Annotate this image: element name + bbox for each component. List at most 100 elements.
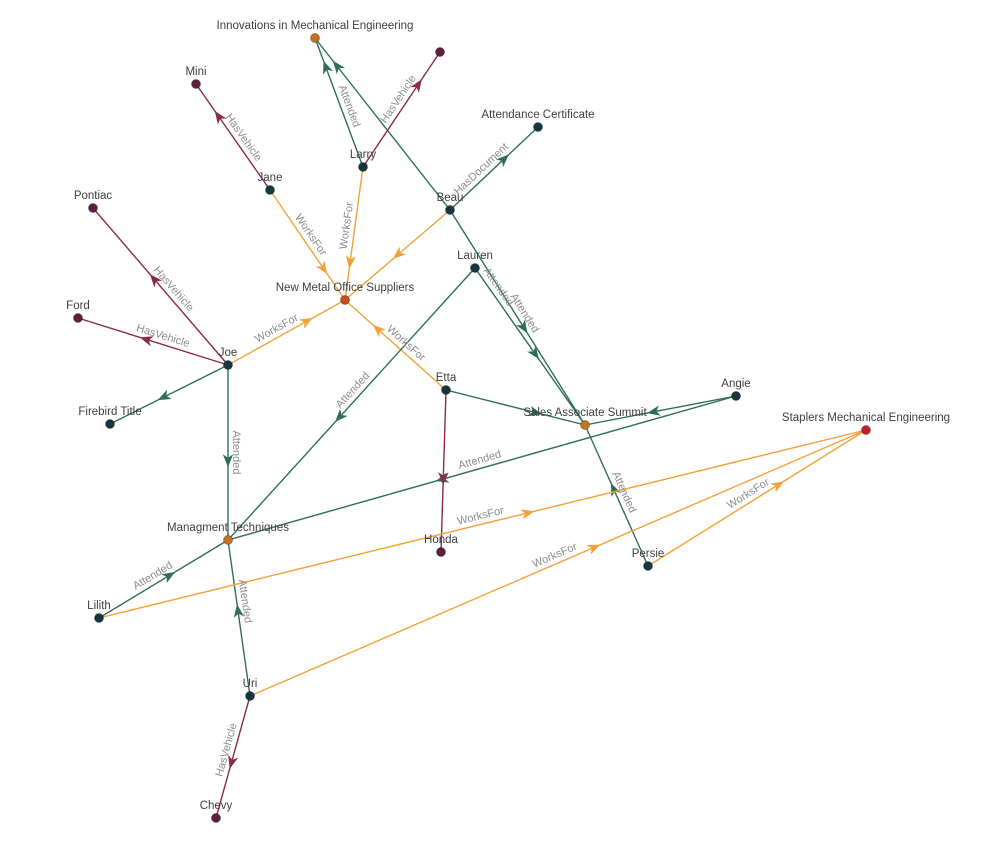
edge-label-beau-certificate: HasDocument bbox=[452, 141, 511, 198]
arrowhead-icon bbox=[372, 324, 387, 338]
edge-joe-ford[interactable] bbox=[77, 317, 229, 366]
node-label-jane: Jane bbox=[258, 172, 283, 184]
arrowhead-icon bbox=[228, 754, 239, 769]
node-label-firebird: Firebird Title bbox=[78, 406, 141, 418]
arrowhead-icon bbox=[516, 319, 528, 334]
arrowhead-icon bbox=[495, 154, 509, 168]
arrowhead-icon bbox=[323, 60, 333, 75]
edge-lauren-summit[interactable] bbox=[474, 267, 586, 426]
arrowhead-icon bbox=[438, 471, 449, 486]
edge-angie-managment[interactable] bbox=[227, 395, 737, 541]
edge-label-etta-newmetal: WorksFor bbox=[384, 323, 428, 364]
edge-uri-managment[interactable] bbox=[227, 539, 251, 697]
edge-etta-honda[interactable] bbox=[440, 389, 447, 553]
node-joe[interactable] bbox=[223, 360, 233, 370]
node-beau[interactable] bbox=[445, 205, 455, 215]
node-label-beau: Beau bbox=[437, 192, 464, 204]
arrowhead-icon bbox=[770, 481, 784, 493]
arrowhead-icon bbox=[610, 482, 621, 497]
node-label-pontiac: Pontiac bbox=[74, 190, 113, 202]
node-staplers[interactable] bbox=[861, 425, 871, 435]
node-summit[interactable] bbox=[580, 420, 590, 430]
arrowhead-icon bbox=[520, 509, 535, 520]
edge-lilith-managment[interactable] bbox=[98, 539, 229, 619]
arrowhead-icon bbox=[392, 246, 407, 259]
edge-etta-newmetal[interactable] bbox=[344, 299, 447, 391]
node-label-certificate: Attendance Certificate bbox=[481, 109, 594, 121]
edge-uri-chevy[interactable] bbox=[215, 695, 251, 819]
edge-label-joe-managment: Attended bbox=[230, 430, 242, 474]
arrowhead-icon bbox=[233, 604, 245, 618]
node-managment[interactable] bbox=[223, 535, 233, 545]
node-label-angie: Angie bbox=[721, 378, 750, 390]
node-angie[interactable] bbox=[731, 391, 741, 401]
arrowhead-icon bbox=[139, 336, 154, 347]
node-ford[interactable] bbox=[73, 313, 83, 323]
arrowhead-icon bbox=[157, 389, 172, 401]
arrowhead-icon bbox=[332, 60, 346, 75]
node-certificate[interactable] bbox=[533, 122, 543, 132]
node-label-uri: Uri bbox=[243, 678, 258, 690]
arrowhead-icon bbox=[335, 408, 348, 423]
node-uri[interactable] bbox=[245, 691, 255, 701]
node-label-staplers: Staplers Mechanical Engineering bbox=[782, 412, 950, 424]
edge-beau-summit[interactable] bbox=[449, 209, 586, 426]
node-innovations[interactable] bbox=[310, 33, 320, 43]
edge-joe-firebird[interactable] bbox=[109, 364, 229, 425]
node-label-ford: Ford bbox=[66, 300, 90, 312]
edge-lauren-managment[interactable] bbox=[227, 267, 476, 541]
edge-joe-newmetal[interactable] bbox=[227, 299, 346, 366]
node-label-chevy: Chevy bbox=[200, 800, 233, 812]
edge-larry-topvehicle[interactable] bbox=[362, 51, 441, 168]
arrowhead-icon bbox=[410, 79, 422, 93]
node-label-managment: Managment Techniques bbox=[167, 522, 289, 534]
edge-lilith-staplers[interactable] bbox=[98, 429, 867, 619]
node-topvehicle[interactable] bbox=[435, 47, 445, 57]
edge-jane-newmetal[interactable] bbox=[269, 189, 346, 301]
node-lauren[interactable] bbox=[470, 263, 480, 273]
arrowhead-icon bbox=[298, 317, 313, 329]
node-chevy[interactable] bbox=[211, 813, 221, 823]
edge-angie-summit[interactable] bbox=[584, 395, 737, 426]
node-mini[interactable] bbox=[191, 79, 201, 89]
edge-label-larry-topvehicle: HasVehicle bbox=[378, 73, 419, 125]
node-pontiac[interactable] bbox=[88, 203, 98, 213]
node-lilith[interactable] bbox=[94, 613, 104, 623]
node-newmetal[interactable] bbox=[340, 295, 350, 305]
edge-joe-pontiac[interactable] bbox=[92, 207, 229, 366]
edge-label-uri-chevy: HasVehicle bbox=[213, 722, 239, 778]
node-label-innovations: Innovations in Mechanical Engineering bbox=[217, 20, 414, 32]
node-label-lilith: Lilith bbox=[87, 600, 111, 612]
node-label-larry: Larry bbox=[350, 149, 376, 161]
node-label-summit: Sales Associate Summit bbox=[523, 407, 647, 419]
edge-label-joe-ford: HasVehicle bbox=[135, 322, 191, 350]
node-label-lauren: Lauren bbox=[457, 250, 493, 262]
node-label-honda: Honda bbox=[424, 534, 458, 546]
arrowhead-icon bbox=[345, 255, 357, 269]
node-larry[interactable] bbox=[358, 162, 368, 172]
node-jane[interactable] bbox=[265, 185, 275, 195]
node-firebird[interactable] bbox=[105, 419, 115, 429]
arrowhead-icon bbox=[647, 405, 661, 416]
arrowhead-icon bbox=[214, 110, 227, 125]
edge-persie-staplers[interactable] bbox=[647, 429, 867, 567]
node-etta[interactable] bbox=[441, 385, 451, 395]
node-persie[interactable] bbox=[643, 561, 653, 571]
arrowhead-icon bbox=[315, 260, 328, 275]
node-label-newmetal: New Metal Office Suppliers bbox=[276, 282, 415, 294]
edge-label-lauren-managment: Attended bbox=[334, 370, 372, 411]
edge-larry-innovations[interactable] bbox=[314, 37, 364, 168]
arrowhead-icon bbox=[149, 274, 163, 288]
edge-label-uri-staplers: WorksFor bbox=[531, 541, 580, 571]
edge-jane-mini[interactable] bbox=[195, 83, 271, 191]
node-honda[interactable] bbox=[436, 547, 446, 557]
edge-larry-newmetal[interactable] bbox=[344, 166, 364, 301]
edge-label-jane-mini: HasVehicle bbox=[223, 112, 264, 164]
edge-uri-staplers[interactable] bbox=[249, 429, 867, 697]
node-label-mini: Mini bbox=[185, 66, 206, 78]
edge-beau-certificate[interactable] bbox=[449, 126, 539, 211]
edge-etta-summit[interactable] bbox=[445, 389, 586, 426]
edge-persie-summit[interactable] bbox=[584, 424, 649, 567]
